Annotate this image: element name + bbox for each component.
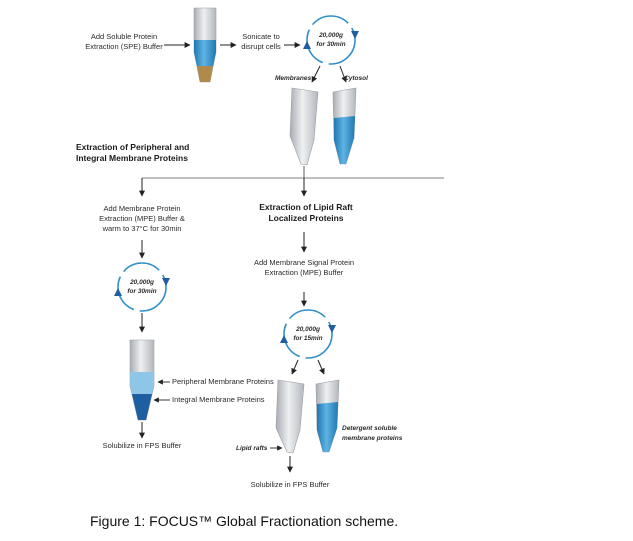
arrow-to-lipid-tube xyxy=(291,359,299,375)
label-integral-proteins: Integral Membrane Proteins xyxy=(172,395,265,404)
heading-lipid-raft: Extraction of Lipid Raft Localized Prote… xyxy=(259,202,353,223)
heading-peripheral-integral: Extraction of Peripheral and Integral Me… xyxy=(76,142,190,163)
label-detergent-soluble: Detergent soluble membrane proteins xyxy=(342,425,403,442)
label-spin1-speed: 20,000g xyxy=(319,32,343,39)
label-spin2-speed: 20,000g xyxy=(130,279,154,286)
label-spin3-speed: 20,000g xyxy=(296,326,320,333)
label-lipid-rafts: Lipid rafts xyxy=(236,445,268,452)
label-membranes: Membranes xyxy=(274,75,312,82)
label-add-msp: Add Membrane Signal Protein Extraction (… xyxy=(253,258,355,277)
arrow-to-cytosol xyxy=(339,65,347,83)
arrow-to-membranes xyxy=(311,65,321,83)
tube-mpe-layers xyxy=(129,339,155,421)
figure-caption: Figure 1: FOCUS™ Global Fractionation sc… xyxy=(90,513,399,529)
tube-cytosol xyxy=(332,87,357,165)
label-peripheral-proteins: Peripheral Membrane Proteins xyxy=(172,377,274,386)
label-solubilize-right: Solubilize in FPS Buffer xyxy=(250,480,330,489)
label-spin3-time: for 15min xyxy=(293,335,323,342)
label-sonicate: Sonicate to disrupt cells xyxy=(241,32,281,51)
tube-lipid-rafts xyxy=(275,379,305,454)
tube-membranes xyxy=(289,87,319,166)
label-add-spe: Add Soluble Protein Extraction (SPE) Buf… xyxy=(85,32,163,51)
label-solubilize-left: Solubilize in FPS Buffer xyxy=(102,441,182,450)
arrow-to-detergent-tube xyxy=(317,359,325,375)
tube-spe xyxy=(193,7,217,83)
label-add-mpe: Add Membrane Protein Extraction (MPE) Bu… xyxy=(99,204,185,233)
centrifuge-spin-2 xyxy=(114,262,170,312)
centrifuge-spin-1 xyxy=(303,15,359,65)
label-spin2-time: for 30min xyxy=(127,288,157,295)
tube-detergent-soluble xyxy=(315,379,340,453)
centrifuge-spin-3 xyxy=(280,309,336,359)
label-spin1-time: for 30min xyxy=(316,41,346,48)
label-cytosol: Cytosol xyxy=(344,75,368,82)
